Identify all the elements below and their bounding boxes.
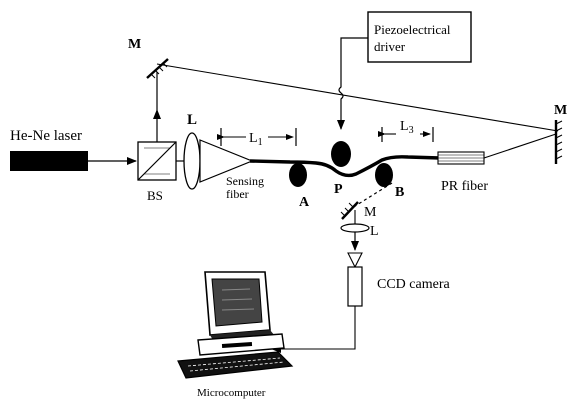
ccd-camera: CCD camera bbox=[347, 252, 450, 307]
driver-connection-line bbox=[337, 37, 368, 130]
pr-fiber-label: PR fiber bbox=[441, 179, 488, 194]
beam-splitter: BS bbox=[137, 141, 177, 203]
l3-label: L3 bbox=[400, 119, 414, 136]
sensing-fiber bbox=[249, 155, 441, 178]
lens-main-label: L bbox=[187, 112, 197, 128]
pr-fiber: PR fiber bbox=[437, 151, 488, 194]
piezo-driver: Piezoelectrical driver bbox=[367, 11, 472, 63]
piezo-driver-label-1: Piezoelectrical bbox=[374, 22, 451, 37]
he-ne-laser: He-Ne laser bbox=[10, 128, 88, 171]
lens-bottom-label: L bbox=[370, 224, 379, 239]
lens-bottom: L bbox=[340, 223, 379, 239]
microcomputer: Microcomputer bbox=[177, 271, 294, 399]
mirror-bottom-label: M bbox=[364, 205, 377, 220]
mirror-top-left-label: M bbox=[128, 37, 141, 52]
mirror-top-left: M bbox=[128, 37, 169, 79]
piezo-driver-label-2: driver bbox=[374, 39, 406, 54]
point-a-label: A bbox=[299, 195, 310, 210]
fiber-output-beam bbox=[351, 182, 393, 209]
mirror-bottom: M bbox=[340, 201, 377, 220]
sensing-fiber-label-2: fiber bbox=[226, 187, 249, 201]
mirror-right: M bbox=[554, 103, 567, 164]
ccd-to-computer-cable bbox=[271, 306, 356, 353]
dimension-l3: L3 bbox=[378, 119, 434, 142]
mirror-right-label: M bbox=[554, 103, 567, 118]
microcomputer-label: Microcomputer bbox=[197, 387, 266, 399]
signal-to-right-mirror bbox=[483, 133, 557, 159]
l1-label: L1 bbox=[249, 131, 263, 148]
cylinder-p bbox=[331, 141, 351, 167]
cylinder-b bbox=[375, 163, 393, 187]
point-b-label: B bbox=[395, 185, 404, 200]
cylinder-a bbox=[289, 163, 307, 187]
reference-beam-long bbox=[156, 63, 559, 132]
ccd-camera-label: CCD camera bbox=[377, 277, 450, 292]
point-p-label: P bbox=[334, 182, 343, 197]
dimension-l1: L1 bbox=[217, 128, 297, 148]
bs-label: BS bbox=[147, 188, 163, 203]
laser-label: He-Ne laser bbox=[10, 128, 82, 144]
coupling-cone bbox=[199, 139, 254, 183]
lens-main: L bbox=[183, 112, 201, 190]
sensing-fiber-label-1: Sensing bbox=[226, 174, 264, 188]
